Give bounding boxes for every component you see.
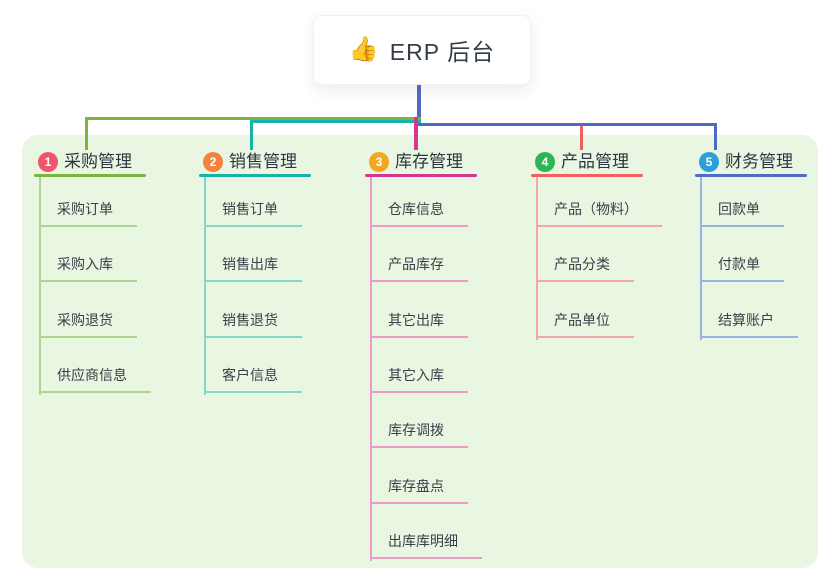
child-node[interactable]: 付款单 xyxy=(700,255,784,282)
branch-title[interactable]: 采购管理 xyxy=(64,152,132,171)
branch-title[interactable]: 产品管理 xyxy=(561,152,629,171)
branch-connector-line xyxy=(250,120,253,150)
branch-children-line xyxy=(39,177,41,395)
child-node[interactable]: 产品单位 xyxy=(536,311,634,338)
child-node[interactable]: 结算账户 xyxy=(700,311,798,338)
branch-title-underline xyxy=(34,174,146,177)
branch-number-badge: 4 xyxy=(535,152,555,172)
thumbs-up-icon: 👍 xyxy=(348,36,379,63)
child-node[interactable]: 仓库信息 xyxy=(370,200,468,227)
child-node[interactable]: 采购入库 xyxy=(39,255,137,282)
branch-connector-line xyxy=(85,117,421,120)
child-node[interactable]: 供应商信息 xyxy=(39,366,151,393)
branch-title-underline xyxy=(199,174,311,177)
branch-title[interactable]: 库存管理 xyxy=(395,152,463,171)
branch-number-badge: 3 xyxy=(369,152,389,172)
child-node[interactable]: 库存调拨 xyxy=(370,421,468,448)
branch-title-underline xyxy=(695,174,807,177)
root-node[interactable]: 👍 ERP 后台 xyxy=(313,15,531,85)
branch-title-underline xyxy=(531,174,643,177)
branch-number-badge: 1 xyxy=(38,152,58,172)
branch-connector-line xyxy=(85,117,88,150)
child-node[interactable]: 其它入库 xyxy=(370,366,468,393)
branch-number-badge: 5 xyxy=(699,152,719,172)
child-node[interactable]: 采购退货 xyxy=(39,311,137,338)
branch-connector-line xyxy=(414,117,418,150)
child-node[interactable]: 产品分类 xyxy=(536,255,634,282)
child-node[interactable]: 采购订单 xyxy=(39,200,137,227)
child-node[interactable]: 产品库存 xyxy=(370,255,468,282)
branch-children-line xyxy=(370,177,372,561)
child-node[interactable]: 客户信息 xyxy=(204,366,302,393)
child-node[interactable]: 销售退货 xyxy=(204,311,302,338)
child-node[interactable]: 产品（物料） xyxy=(536,200,662,227)
root-node-label: ERP 后台 xyxy=(389,39,496,65)
branch-children-line xyxy=(700,177,702,340)
branch-number-badge: 2 xyxy=(203,152,223,172)
branch-connector-line xyxy=(421,123,717,126)
branch-connector-line xyxy=(714,123,717,150)
child-node[interactable]: 回款单 xyxy=(700,200,784,227)
branch-connector-line xyxy=(250,120,421,123)
child-node[interactable]: 销售订单 xyxy=(204,200,302,227)
root-connector-line xyxy=(417,83,421,126)
child-node[interactable]: 销售出库 xyxy=(204,255,302,282)
canvas-background xyxy=(22,135,818,568)
branch-children-line xyxy=(536,177,538,340)
branch-title[interactable]: 销售管理 xyxy=(229,152,297,171)
branch-connector-line xyxy=(580,125,583,150)
branch-title-underline xyxy=(365,174,477,177)
branch-title[interactable]: 财务管理 xyxy=(725,152,793,171)
branch-children-line xyxy=(204,177,206,395)
child-node[interactable]: 其它出库 xyxy=(370,311,468,338)
child-node[interactable]: 出库库明细 xyxy=(370,532,482,559)
child-node[interactable]: 库存盘点 xyxy=(370,477,468,504)
